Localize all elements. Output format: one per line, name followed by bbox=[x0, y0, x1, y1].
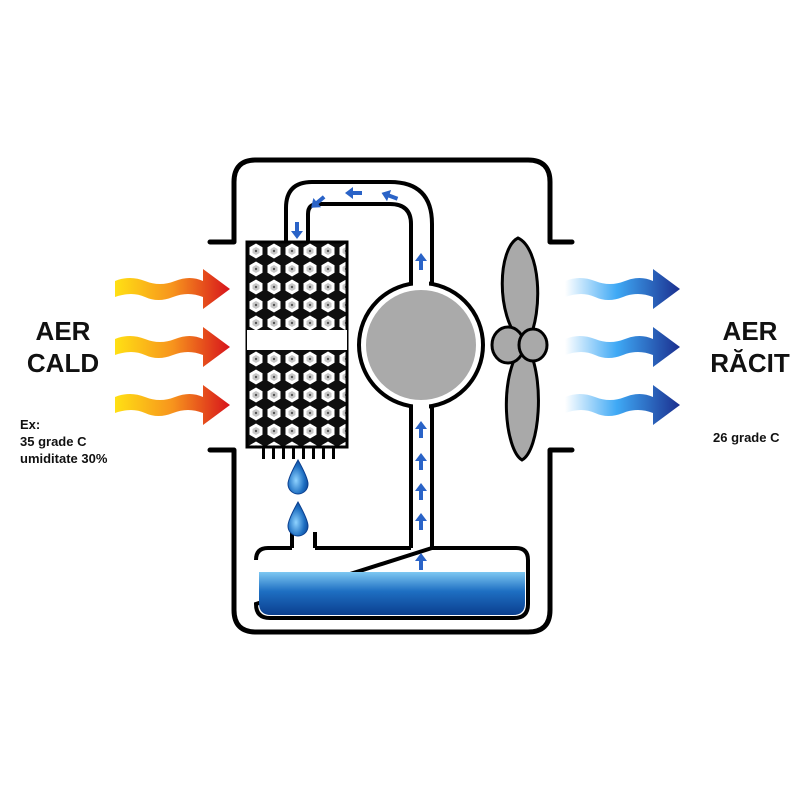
flow-arrows bbox=[291, 187, 427, 570]
warm-air-arrow-icon bbox=[115, 327, 230, 367]
warm-air-arrow-icon bbox=[115, 269, 230, 309]
cooling-pad bbox=[245, 240, 349, 459]
warm-air-label-line2: CALD bbox=[26, 348, 100, 378]
cool-air-label: AER RĂCIT bbox=[705, 315, 795, 379]
water-drop-icon bbox=[287, 500, 309, 537]
example-prefix: Ex: bbox=[20, 417, 41, 432]
warm-air-arrows bbox=[115, 269, 230, 425]
example-humidity: umiditate 30% bbox=[20, 451, 108, 466]
fan-icon bbox=[490, 236, 549, 462]
water-reservoir bbox=[253, 546, 530, 620]
cool-air-arrows bbox=[565, 269, 680, 425]
flow-arrow-icon bbox=[415, 553, 427, 570]
drip-tube bbox=[290, 532, 317, 548]
flow-arrow-icon bbox=[415, 513, 427, 530]
warm-air-example: Ex: 35 grade C umiditate 30% bbox=[20, 416, 170, 467]
cool-air-label-line2: RĂCIT bbox=[710, 348, 790, 378]
flow-arrow-icon bbox=[311, 195, 326, 208]
flow-arrow-icon bbox=[415, 421, 427, 438]
warm-air-label-line1: AER bbox=[35, 316, 91, 346]
warm-air-arrow-icon bbox=[115, 385, 230, 425]
cool-air-temperature: 26 grade C bbox=[713, 430, 780, 445]
cool-air-label-line1: AER bbox=[722, 316, 778, 346]
flow-arrow-icon bbox=[381, 190, 399, 202]
cool-air-arrow-icon bbox=[565, 385, 680, 425]
flow-arrow-icon bbox=[415, 253, 427, 270]
flow-arrow-icon bbox=[345, 187, 362, 199]
housing bbox=[207, 157, 575, 635]
example-temperature: 35 grade C bbox=[20, 434, 87, 449]
cool-air-arrow-icon bbox=[565, 327, 680, 367]
warm-air-label: AER CALD bbox=[18, 315, 108, 379]
flow-arrow-icon bbox=[415, 483, 427, 500]
water-drop-icon bbox=[287, 458, 309, 495]
cool-air-arrow-icon bbox=[565, 269, 680, 309]
water-pipe bbox=[284, 180, 434, 548]
flow-arrow-icon bbox=[291, 222, 303, 239]
water-pump bbox=[357, 280, 485, 410]
flow-arrow-icon bbox=[415, 453, 427, 470]
